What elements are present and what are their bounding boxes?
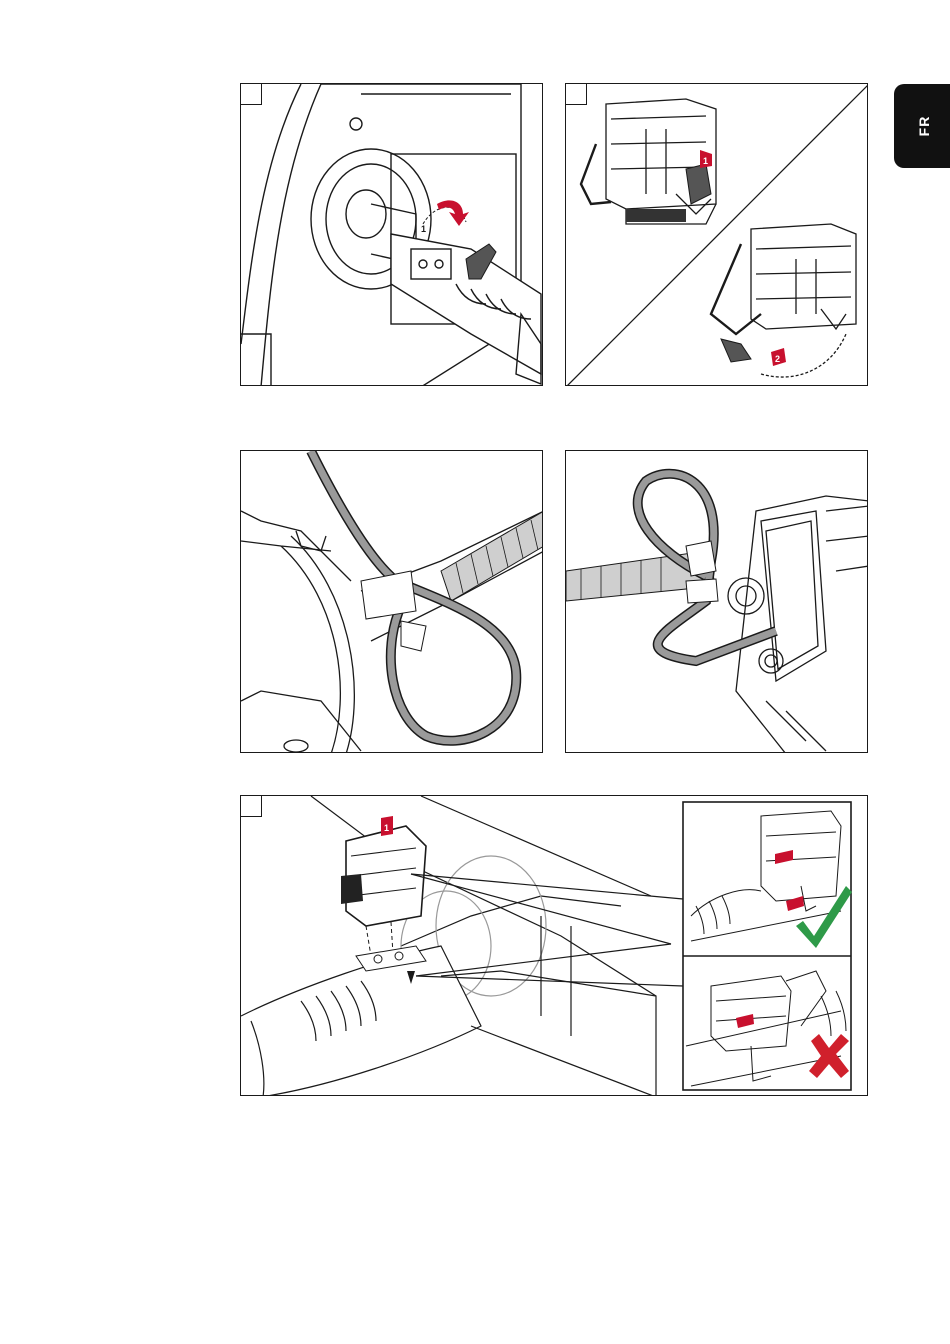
figure-1-illustration: 1 xyxy=(241,84,543,386)
figure-1-step-box xyxy=(240,83,262,105)
language-tab-label: FR xyxy=(916,116,932,137)
figure-1-torch-connector: 1 xyxy=(240,83,543,386)
language-tab: FR xyxy=(894,84,950,168)
figure-3-illustration xyxy=(241,451,543,753)
figure-5-holder-mount: 1 xyxy=(240,795,868,1096)
figure-2-hose-holder: 1 2 xyxy=(565,83,868,386)
figure-4-hose-loop-front xyxy=(565,450,868,753)
figure-3-hose-loop xyxy=(240,450,543,753)
figure-2-illustration: 1 2 xyxy=(566,84,868,386)
figure-4-illustration xyxy=(566,451,868,753)
figure-2-callout-1: 1 xyxy=(703,156,708,166)
figure-2-step-box xyxy=(565,83,587,105)
figure-5-illustration: 1 xyxy=(241,796,868,1096)
figure-2-callout-2: 2 xyxy=(775,354,780,364)
figure-5-callout-1: 1 xyxy=(384,823,389,833)
figure-5-step-box xyxy=(240,795,262,817)
figure-1-callout-1: 1 xyxy=(421,224,426,234)
